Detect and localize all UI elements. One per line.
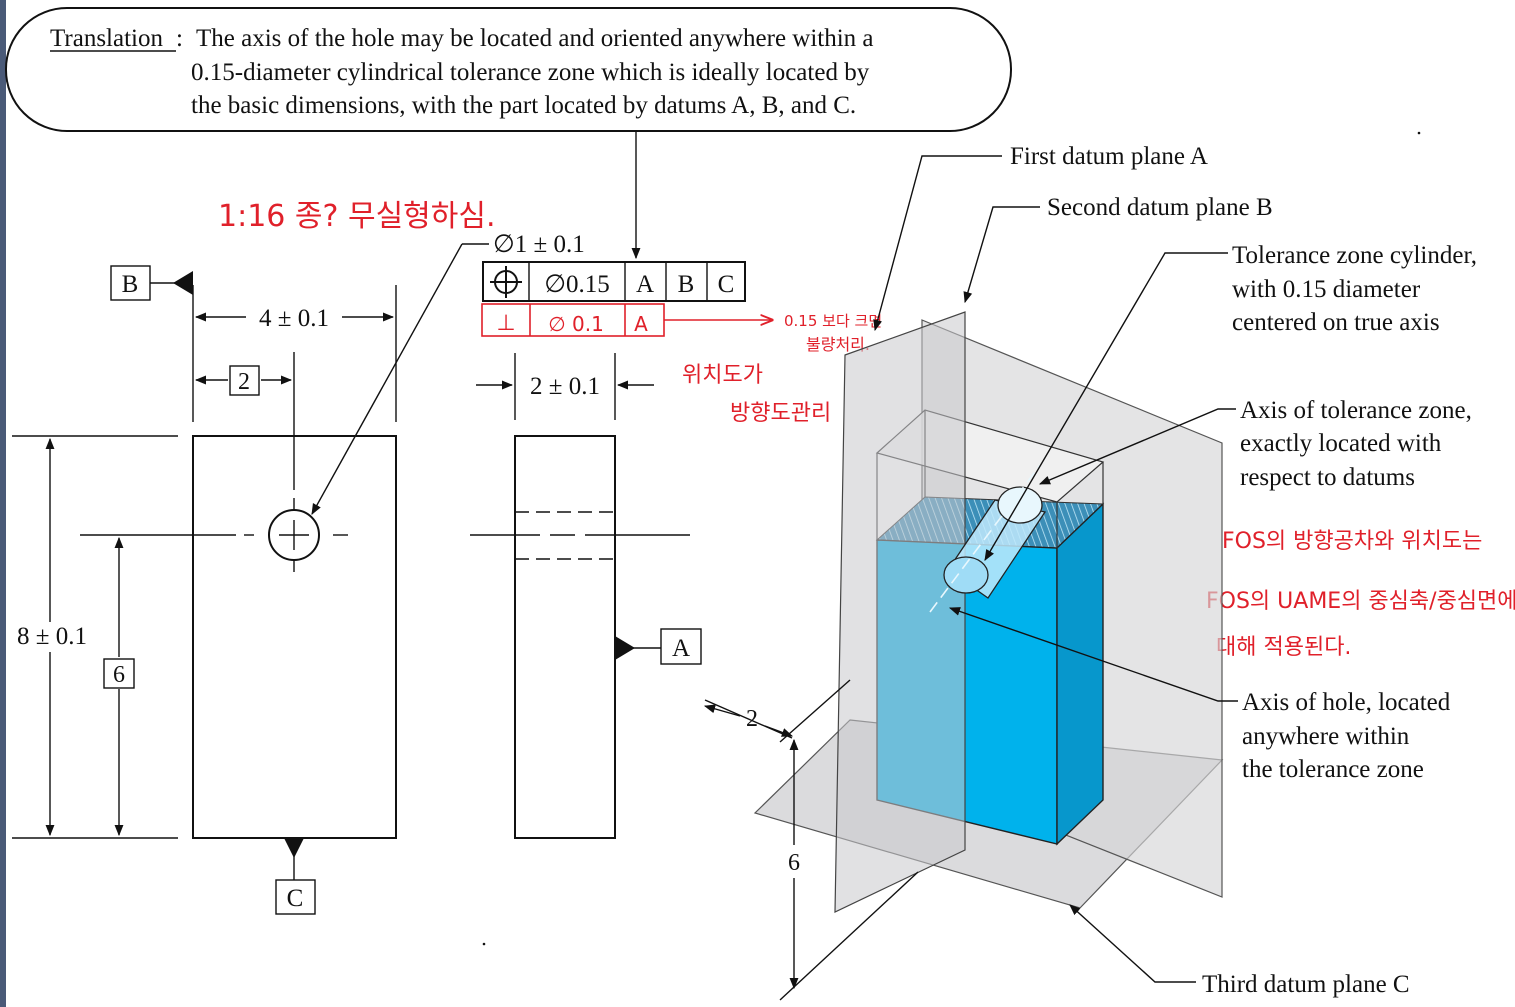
hand-note-fos-l2: FOS의 UAME의 중심축/중심면에 (1206, 589, 1515, 614)
hand-note-scale: 1:16 종? 무실형하심. (218, 199, 496, 234)
hand-note-fos-l1: FOS의 방향공차와 위치도는 (1222, 529, 1482, 554)
iso-callouts: First datum plane A Second datum plane B… (873, 143, 1477, 998)
hand-note-fos-l3: 대해 적용된다. (1216, 635, 1351, 660)
handwritten-annotations: 1:16 종? 무실형하심. ⊥ ∅ 0.1 A 0.15 보다 크면 불량처리… (218, 199, 1515, 660)
hand-note-perp-l1: 0.15 보다 크면 (784, 312, 882, 330)
part-side-face (1056, 502, 1104, 846)
left-edge-bar (0, 0, 6, 1007)
callout-axis-hole-l3: the tolerance zone (1242, 756, 1424, 783)
leader-axis-zone (1038, 408, 1236, 485)
datum-c-box (275, 879, 316, 915)
side-view-outline (514, 435, 616, 839)
leader-first-datum (873, 155, 1002, 332)
callout-first-datum: First datum plane A (1010, 143, 1208, 170)
dim-width-text: 4 ± 0.1 (259, 305, 329, 332)
hole-callout: ∅1 ± 0.1 ∅0.15 A B C (311, 231, 746, 515)
hand-note-pos-l1: 위치도가 (682, 363, 763, 388)
callout-tol-zone-l2: with 0.15 diameter (1232, 276, 1421, 303)
translation-label: Translation (50, 25, 163, 52)
callout-axis-hole-l1: Axis of hole, located (1242, 689, 1451, 716)
leader-third-datum (1069, 904, 1196, 983)
iso-dim2-right (764, 725, 794, 737)
fcf-datum-1: A (636, 271, 654, 298)
callout-second-datum: Second datum plane B (1047, 194, 1273, 221)
fcf-frame (482, 261, 746, 302)
speck-1 (1417, 131, 1421, 135)
callout-axis-zone-l2: exactly located with (1240, 430, 1442, 457)
side-view: 2 ± 0.1 A (470, 353, 702, 839)
translation-colon: : (176, 25, 183, 52)
isometric-view: 2 6 (703, 311, 1224, 1001)
datum-c-text: C (287, 885, 304, 912)
callout-axis-zone-l1: Axis of tolerance zone, (1240, 397, 1472, 424)
iso-dim2-ext (704, 699, 793, 739)
hole-dia-text: ∅1 ± 0.1 (493, 231, 585, 258)
datum-b-triangle (173, 271, 193, 295)
perp-symbol: ⊥ (496, 311, 515, 336)
perp-tolerance: ∅ 0.1 (548, 312, 604, 336)
dim-thickness-text: 2 ± 0.1 (530, 373, 600, 400)
hand-note-pos-l2: 방향도관리 (730, 401, 831, 426)
translation-balloon (5, 7, 1012, 132)
iso-dim6-text: 6 (788, 850, 800, 876)
translation-line3: the basic dimensions, with the part loca… (191, 92, 856, 119)
leader-tol-zone (984, 252, 1228, 561)
front-view-outline (192, 435, 397, 839)
speck-2 (482, 942, 486, 946)
dim-height-text: 8 ± 0.1 (17, 623, 87, 650)
perp-datum: A (634, 312, 648, 336)
datum-a-text: A (672, 635, 690, 662)
tolerance-zone-cylinder (929, 464, 1047, 613)
translation-line2: 0.15-diameter cylindrical tolerance zone… (191, 59, 870, 86)
iso-ext-bottom (779, 871, 919, 1001)
iso-ext-top (779, 679, 851, 743)
position-icon (490, 266, 522, 298)
fcf-datum-3: C (718, 271, 735, 298)
datum-a-triangle (615, 636, 635, 660)
hole-circle (268, 509, 320, 561)
datum-b-text: B (122, 271, 139, 298)
basic-2-text: 2 (238, 369, 250, 395)
iso-dim2-left (703, 704, 741, 717)
hand-note-perp-l2: 불량처리. (806, 335, 870, 354)
hole-leader (311, 243, 463, 515)
datum-c-triangle (284, 838, 304, 858)
basic-6-box (103, 658, 135, 689)
iso-dim2-text: 2 (746, 706, 758, 732)
callout-axis-hole-l2: anywhere within (1242, 723, 1410, 750)
datum-a-box (660, 628, 702, 665)
leader-second-datum (963, 206, 1040, 304)
callout-tol-zone-l1: Tolerance zone cylinder, (1232, 242, 1477, 269)
second-datum-plane (834, 311, 966, 913)
translation-line1: The axis of the hole may be located and … (196, 25, 874, 52)
callout-tol-zone-l3: centered on true axis (1232, 309, 1440, 336)
fcf-datum-2: B (678, 271, 695, 298)
callout-third-datum: Third datum plane C (1202, 971, 1410, 998)
fcf-tolerance: ∅0.15 (544, 271, 610, 298)
leader-axis-hole (948, 607, 1238, 702)
basic-6-text: 6 (113, 662, 125, 688)
front-view: 4 ± 0.1 2 8 ± 0.1 6 B C (12, 265, 397, 915)
callout-axis-zone-l3: respect to datums (1240, 464, 1415, 491)
basic-2-box (229, 365, 260, 396)
translation-callout: Translation : The axis of the hole may b… (5, 7, 1012, 260)
